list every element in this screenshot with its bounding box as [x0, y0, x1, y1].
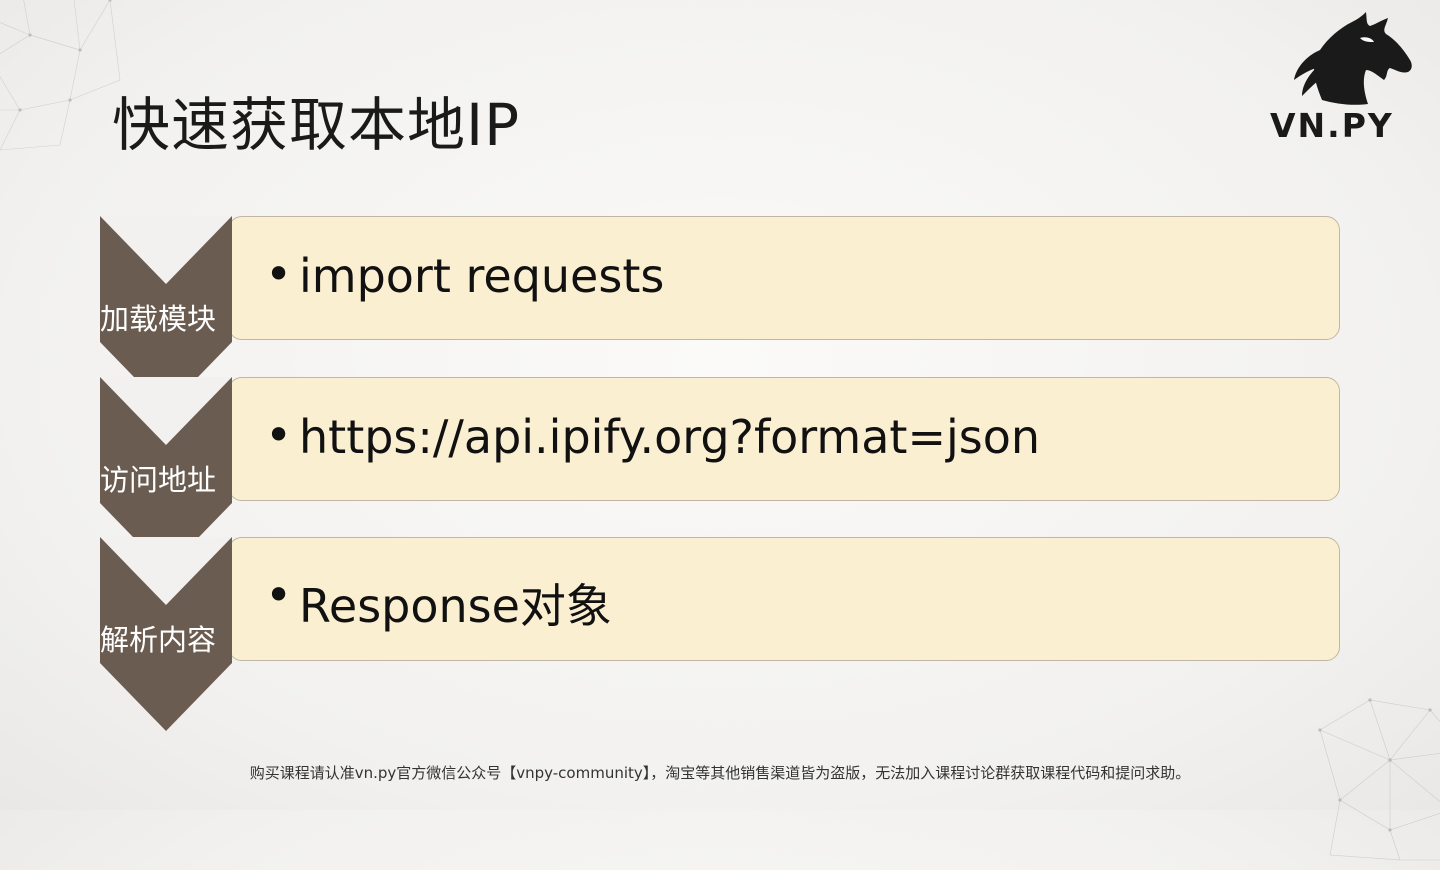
step-content-box: • Response对象 [228, 537, 1340, 661]
step-load-module: • import requests 加载模块 [0, 216, 1440, 416]
footer-notice: 购买课程请认准vn.py官方微信公众号【vnpy-community】，淘宝等其… [249, 764, 1191, 782]
step-content-box: • import requests [228, 216, 1340, 340]
chevron-down-icon [100, 537, 232, 731]
step-parse-content: • Response对象 解析内容 [0, 537, 1440, 737]
slide-title: 快速获取本地IP [112, 91, 521, 159]
step-content-text: import requests [299, 249, 665, 303]
step-content-text: https://api.ipify.org?format=json [299, 410, 1041, 464]
step-content-box: • https://api.ipify.org?format=json [228, 377, 1340, 501]
step-label: 访问地址 [100, 463, 217, 497]
bullet-dot: • [265, 568, 293, 622]
bullet-dot: • [265, 247, 293, 301]
chevron-down-icon [100, 216, 232, 410]
network-pattern-decoration [0, 0, 121, 151]
step-label: 解析内容 [100, 623, 217, 657]
logo-text: VN.PY [1270, 106, 1394, 145]
step-label: 加载模块 [100, 302, 217, 336]
chevron-down-icon [100, 377, 232, 571]
step-visit-address: • https://api.ipify.org?format=json 访问地址 [0, 377, 1440, 577]
bullet-dot: • [265, 408, 293, 462]
horse-head-icon [1294, 12, 1412, 105]
step-content-text: Response对象 [299, 579, 612, 633]
